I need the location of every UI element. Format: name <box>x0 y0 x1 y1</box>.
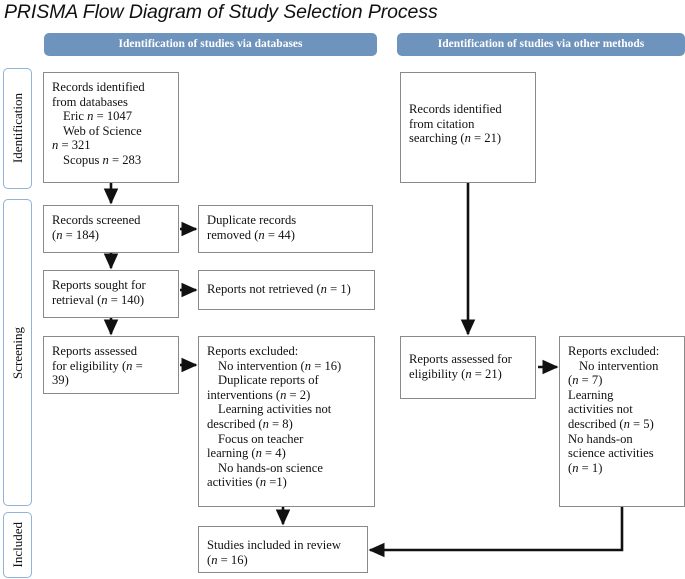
line: interventions (n = 2) <box>207 387 311 402</box>
line: Reports not retrieved (n = 1) <box>207 282 351 296</box>
line: from citation <box>409 116 475 131</box>
line: No hands-on <box>568 431 633 446</box>
line: retrieval (n = 140) <box>52 292 145 307</box>
line: from databases <box>52 94 128 109</box>
line: searching (n = 21) <box>409 131 502 146</box>
line: for eligibility (n = <box>52 358 143 373</box>
box-reports-not-retrieved: Reports not retrieved (n = 1) <box>198 270 375 310</box>
line: described (n = 5) <box>568 416 654 431</box>
box-records-identified-citation-searching: Records identified from citation searchi… <box>400 72 536 183</box>
line: Duplicate reports of <box>218 373 319 388</box>
line: Eric n = 1047 <box>63 109 133 124</box>
box-reports-excluded-right: Reports excluded: No intervention (n = 7… <box>559 336 685 507</box>
line: Reports sought for <box>52 278 146 292</box>
line: Records identified <box>409 102 502 116</box>
line: (n = 1) <box>568 460 603 475</box>
line: activities not <box>568 402 633 417</box>
line: Reports assessed for <box>409 352 512 366</box>
line: Duplicate records <box>207 213 297 227</box>
line: learning (n = 4) <box>207 446 286 461</box>
section-header-other-methods: Identification of studies via other meth… <box>397 33 685 56</box>
line: Studies included in review <box>207 538 341 552</box>
arrow-excluded-right-to-included <box>368 507 624 558</box>
line: Records identified <box>52 80 145 94</box>
box-duplicate-records-removed: Duplicate records removed (n = 44) <box>198 205 373 253</box>
stage-label-identification-text: Identification <box>9 93 25 164</box>
box-studies-included-in-review: Studies included in review (n = 16) <box>198 526 368 573</box>
box-reports-excluded-left: Reports excluded: No intervention (n = 1… <box>198 336 375 507</box>
line: (n = 184) <box>52 227 99 242</box>
line-heading: Reports excluded: <box>568 344 660 358</box>
box-reports-sought-for-retrieval: Reports sought for retrieval (n = 140) <box>43 270 179 318</box>
line: Records screened <box>52 213 141 227</box>
line: Scopus n = 283 <box>63 152 142 167</box>
line: (n = 16) <box>207 552 248 567</box>
page-title: PRISMA Flow Diagram of Study Selection P… <box>4 1 438 23</box>
line: No hands-on science <box>218 460 323 475</box>
box-records-identified: Records identified from databases Eric n… <box>43 72 179 183</box>
line: No intervention <box>579 358 659 373</box>
line: eligibility (n = 21) <box>409 366 502 381</box>
line: described (n = 8) <box>207 416 293 431</box>
line: 39) <box>52 373 69 388</box>
stage-label-screening: Screening <box>3 199 32 506</box>
stage-label-screening-text: Screening <box>9 326 25 379</box>
line: removed (n = 44) <box>207 227 295 242</box>
line: Learning <box>568 387 614 402</box>
stage-label-included: Included <box>3 512 32 578</box>
line: (n = 7) <box>568 373 603 388</box>
line-heading: Reports excluded: <box>207 344 299 358</box>
line: activities (n =1) <box>207 475 287 490</box>
line: No intervention (n = 16) <box>218 358 342 373</box>
line: Reports assessed <box>52 344 137 358</box>
box-reports-assessed-eligibility-right: Reports assessed for eligibility (n = 21… <box>400 336 536 399</box>
line: science activities <box>568 446 654 461</box>
stage-label-included-text: Included <box>9 522 25 568</box>
box-records-screened: Records screened (n = 184) <box>43 205 179 253</box>
line: n = 321 <box>52 138 91 153</box>
line: Web of Science <box>63 123 142 138</box>
line: Focus on teacher <box>218 431 304 446</box>
line: Learning activities not <box>218 402 332 417</box>
stage-label-identification: Identification <box>3 68 32 189</box>
section-header-databases: Identification of studies via databases <box>44 33 377 56</box>
box-reports-assessed-eligibility-left: Reports assessed for eligibility (n = 39… <box>43 336 179 394</box>
